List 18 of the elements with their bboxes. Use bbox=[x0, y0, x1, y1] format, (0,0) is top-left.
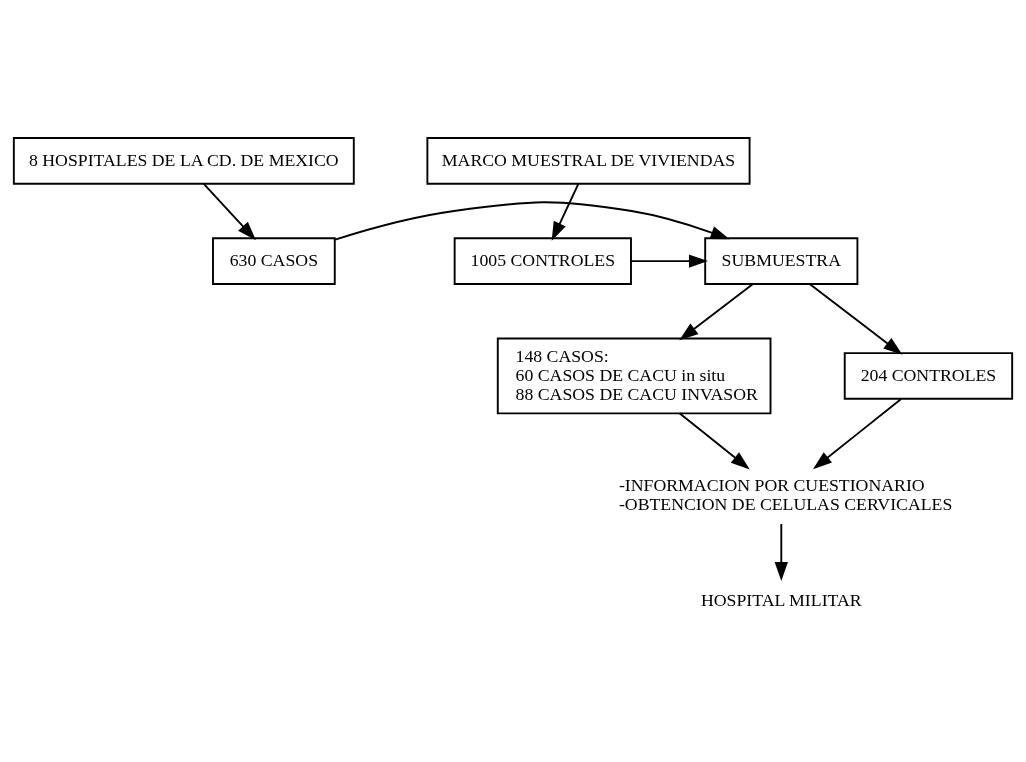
arrow bbox=[202, 182, 256, 241]
arrow bbox=[630, 254, 708, 268]
node-box: MARCO MUESTRAL DE VIVIENDAS bbox=[426, 137, 751, 185]
node-box: 1005 CONTROLES bbox=[453, 237, 632, 285]
arrow bbox=[774, 523, 788, 582]
node-box: 204 CONTROLES bbox=[843, 352, 1014, 400]
node-box: 630 CASOS bbox=[212, 237, 336, 285]
node-box: SUBMUESTRA bbox=[704, 237, 859, 285]
node-text: -INFORMACION POR CUESTIONARIO -OBTENCION DE CELULAS CERVICALES bbox=[618, 474, 953, 515]
arrow bbox=[808, 283, 903, 355]
arrow bbox=[678, 412, 750, 470]
node-box: 8 HOSPITALES DE LA CD. DE MEXICO bbox=[12, 137, 355, 185]
arrow bbox=[334, 201, 730, 241]
node-text: HOSPITAL MILITAR bbox=[700, 589, 862, 610]
node-box: 148 CASOS: 60 CASOS DE CACU in situ 88 CASOS DE CACU INVASOR bbox=[496, 337, 772, 415]
arrow bbox=[679, 283, 754, 341]
arrow bbox=[551, 182, 580, 241]
arrow bbox=[812, 398, 903, 470]
